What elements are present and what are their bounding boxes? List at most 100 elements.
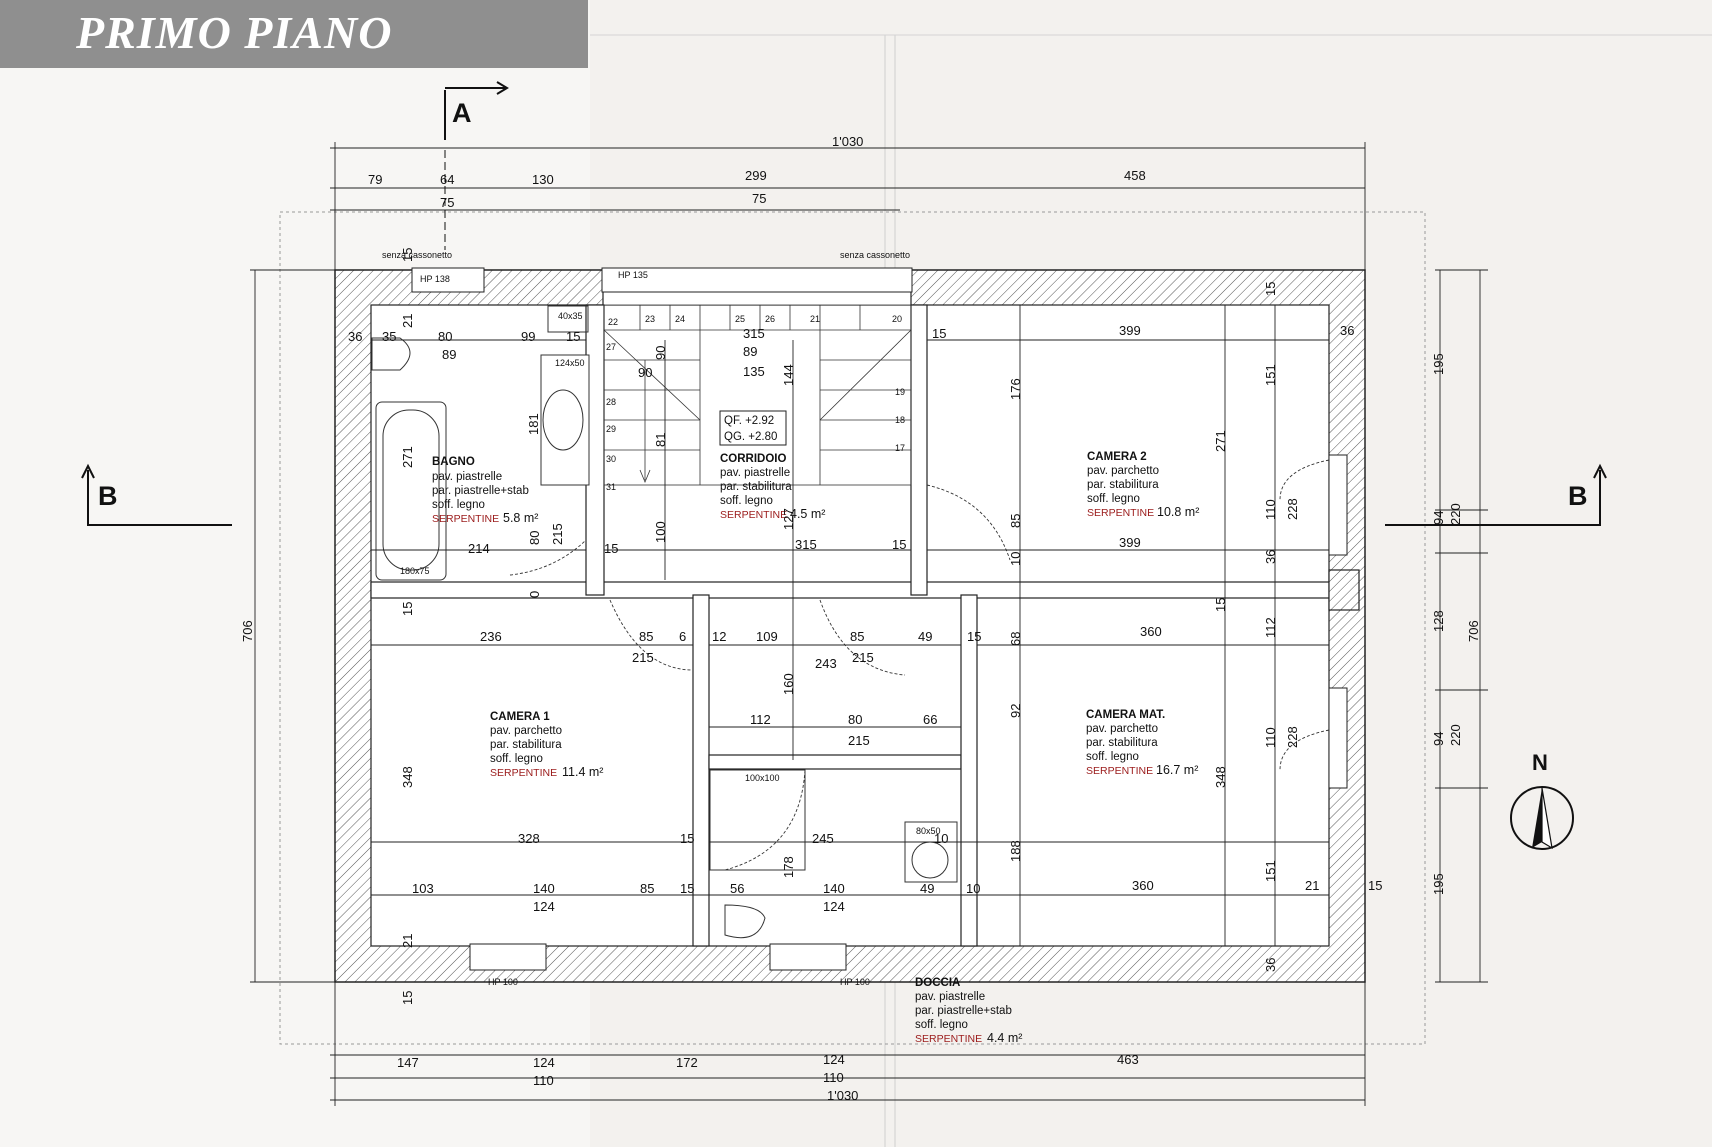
room-name: BAGNO bbox=[432, 456, 475, 468]
interior-dimensions: 15 36 35 21 80 89 99 15 181 271 215 80 2… bbox=[348, 248, 1382, 1005]
dim-interior: 151 bbox=[1263, 364, 1278, 386]
dim-top: 458 bbox=[1124, 168, 1146, 183]
section-markers bbox=[81, 81, 1607, 526]
dim-top-total: 1'030 bbox=[832, 134, 863, 149]
room-area: 4.4 m² bbox=[987, 1031, 1022, 1045]
dim-interior: 140 bbox=[823, 881, 845, 896]
dim-interior: 271 bbox=[1213, 430, 1228, 452]
stair-step: 23 bbox=[645, 314, 655, 324]
dim-interior: 90 bbox=[653, 346, 668, 360]
dim-interior: 15 bbox=[400, 991, 415, 1005]
dim-interior: 228 bbox=[1285, 498, 1300, 520]
dim-interior: 399 bbox=[1119, 323, 1141, 338]
dim-bottom: 172 bbox=[676, 1055, 698, 1070]
shower-tray-icon bbox=[709, 769, 806, 871]
room-name: CORRIDOIO bbox=[720, 453, 787, 465]
dim-interior: 85 bbox=[640, 881, 654, 896]
eave-outline bbox=[279, 211, 1426, 1045]
room-finish: par. stabilitura bbox=[720, 481, 792, 493]
room-name: CAMERA 2 bbox=[1087, 451, 1147, 463]
dim-interior: 176 bbox=[1008, 378, 1023, 400]
note-shower-size: 100x100 bbox=[745, 773, 780, 783]
room-name: DOCCIA bbox=[915, 977, 960, 989]
dim-right: 195 bbox=[1431, 353, 1446, 375]
dim-interior: 151 bbox=[1263, 860, 1278, 882]
room-finish: par. stabilitura bbox=[490, 739, 562, 751]
dim-interior: 140 bbox=[533, 881, 555, 896]
stair-step: 27 bbox=[606, 342, 616, 352]
dim-interior: 89 bbox=[442, 347, 456, 362]
dim-interior: 15 bbox=[680, 831, 694, 846]
room-finish: soff. legno bbox=[490, 753, 543, 765]
dim-interior: 89 bbox=[743, 344, 757, 359]
room-finish: pav. parchetto bbox=[1086, 723, 1158, 735]
dim-interior: 243 bbox=[815, 656, 837, 671]
stair-step: 29 bbox=[606, 424, 616, 434]
room-area: 11.4 m² bbox=[562, 765, 603, 779]
north-arrow: N bbox=[1510, 750, 1574, 850]
dim-interior: 10 bbox=[934, 831, 948, 846]
room-finish: pav. piastrelle bbox=[432, 471, 502, 483]
sink-counter-icon bbox=[540, 354, 590, 486]
room-area: 10.8 m² bbox=[1157, 505, 1199, 519]
dimension-lines bbox=[250, 142, 1488, 1106]
dim-interior: 15 bbox=[680, 881, 694, 896]
fixtures bbox=[371, 305, 958, 939]
dim-interior: 36 bbox=[348, 329, 362, 344]
dim-interior: 109 bbox=[756, 629, 778, 644]
dim-interior: 36 bbox=[1340, 323, 1354, 338]
dim-interior: 15 bbox=[1263, 282, 1278, 296]
note-tub-size: 180x75 bbox=[400, 566, 430, 576]
dim-interior: 49 bbox=[920, 881, 934, 896]
room-corridoio: CORRIDOIO pav. piastrelle par. stabilitu… bbox=[720, 453, 825, 521]
dim-interior: 124 bbox=[823, 899, 845, 914]
room-area: 4.5 m² bbox=[790, 507, 825, 521]
dim-right: 94 bbox=[1431, 511, 1446, 525]
dim-interior: 99 bbox=[521, 329, 535, 344]
room-finish: par. piastrelle+stab bbox=[915, 1005, 1012, 1017]
dim-interior: 144 bbox=[781, 364, 796, 386]
fixture-notes: 40x35 124x50 180x75 100x100 80x50 bbox=[400, 311, 941, 836]
stair-step: 24 bbox=[675, 314, 685, 324]
dim-left-total: 706 bbox=[240, 620, 255, 642]
dim-interior: 214 bbox=[468, 541, 490, 556]
level-qg: QG. +2.80 bbox=[724, 431, 777, 443]
dim-bottom: 124 bbox=[533, 1055, 555, 1070]
room-area: 16.7 m² bbox=[1156, 763, 1198, 777]
dim-bottom: 124 bbox=[823, 1052, 845, 1067]
dim-top: 75 bbox=[440, 195, 454, 210]
dim-interior: 85 bbox=[639, 629, 653, 644]
dim-interior: 124 bbox=[533, 899, 555, 914]
room-serpentine: SERPENTINE bbox=[432, 513, 499, 525]
stair-step: 30 bbox=[606, 454, 616, 464]
room-finish: soff. legno bbox=[1086, 751, 1139, 763]
stair-step: 28 bbox=[606, 397, 616, 407]
dim-interior: 35 bbox=[382, 329, 396, 344]
dim-interior: 112 bbox=[1263, 617, 1278, 638]
dim-interior: 127 bbox=[781, 508, 796, 530]
room-area: 5.8 m² bbox=[503, 511, 538, 525]
room-finish: par. stabilitura bbox=[1086, 737, 1158, 749]
room-finish: soff. legno bbox=[720, 495, 773, 507]
dim-interior: 15 bbox=[967, 629, 981, 644]
sink-icon bbox=[542, 389, 584, 451]
stair-step: 18 bbox=[895, 415, 905, 425]
room-finish: par. piastrelle+stab bbox=[432, 485, 529, 497]
dim-interior: 271 bbox=[400, 446, 415, 468]
room-finish: soff. legno bbox=[1087, 493, 1140, 505]
dim-interior: 12 bbox=[712, 629, 726, 644]
dim-interior: 215 bbox=[550, 523, 565, 545]
north-label: N bbox=[1532, 750, 1548, 775]
dim-interior: 36 bbox=[1263, 958, 1278, 972]
dim-top: 75 bbox=[752, 191, 766, 206]
room-serpentine: SERPENTINE bbox=[1087, 507, 1154, 519]
page-title: PRIMO PIANO bbox=[76, 7, 393, 58]
dim-interior: 49 bbox=[918, 629, 932, 644]
dim-interior: 10 bbox=[966, 881, 980, 896]
room-finish: pav. parchetto bbox=[1087, 465, 1159, 477]
room-finish: pav. piastrelle bbox=[915, 991, 985, 1003]
dim-interior: 360 bbox=[1132, 878, 1154, 893]
dim-interior: 6 bbox=[679, 629, 686, 644]
dim-bottom: 110 bbox=[823, 1070, 844, 1085]
